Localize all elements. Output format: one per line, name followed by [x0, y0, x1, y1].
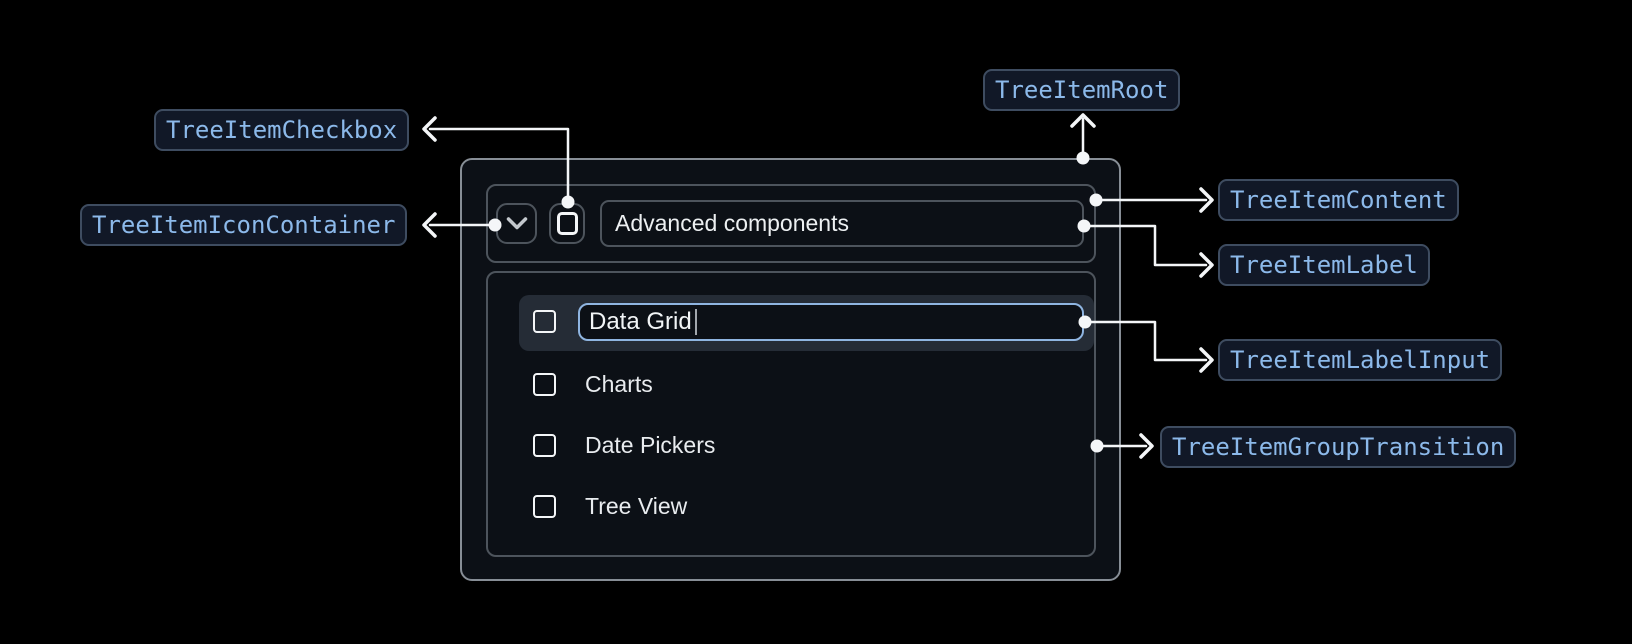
- tree-row-label: Charts: [585, 370, 653, 397]
- checkbox-unchecked-icon[interactable]: [533, 494, 556, 518]
- checkbox-unchecked-icon[interactable]: [533, 433, 556, 457]
- badge-tree-item-icon-container: TreeItemIconContainer: [80, 204, 408, 246]
- checkbox-unchecked-icon: [556, 212, 578, 235]
- tree-item-icon-container[interactable]: [496, 203, 537, 244]
- tree-row-label: Tree View: [585, 492, 688, 519]
- text-caret: [694, 309, 697, 335]
- tree-row[interactable]: Tree View: [519, 482, 1094, 530]
- badge-tree-item-root: TreeItemRoot: [983, 69, 1181, 111]
- tree-row[interactable]: Charts: [519, 360, 1094, 408]
- badge-tree-item-label: TreeItemLabel: [1218, 244, 1430, 286]
- tree-item-label-box[interactable]: Advanced components: [600, 200, 1084, 247]
- chevron-down-icon: [506, 217, 527, 230]
- tree-item-label-text: Advanced components: [615, 210, 849, 236]
- input-text: Data Grid: [589, 308, 692, 335]
- tree-item-label-input[interactable]: Data Grid: [578, 303, 1084, 341]
- tree-row[interactable]: Date Pickers: [519, 421, 1094, 469]
- badge-tree-item-group-transition: TreeItemGroupTransition: [1160, 426, 1517, 468]
- badge-tree-item-label-input: TreeItemLabelInput: [1218, 339, 1503, 381]
- tree-item-checkbox-container[interactable]: [549, 203, 585, 244]
- badge-tree-item-checkbox: TreeItemCheckbox: [154, 109, 410, 151]
- tree-item-content-box[interactable]: [486, 184, 1096, 263]
- checkbox-unchecked-icon[interactable]: [533, 372, 556, 396]
- badge-tree-item-content: TreeItemContent: [1218, 179, 1459, 221]
- checkbox-unchecked-icon[interactable]: [533, 310, 556, 333]
- tree-row-label: Date Pickers: [585, 431, 716, 458]
